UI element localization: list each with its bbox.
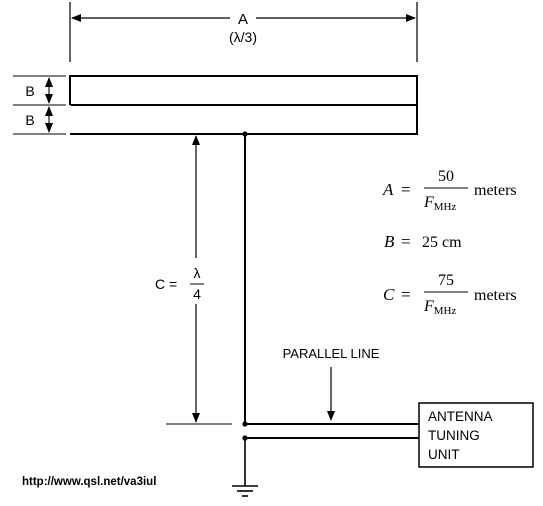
- ground-icon: [232, 485, 258, 497]
- formula-b-eq: =: [401, 232, 411, 251]
- tuning-unit-line2: TUNING: [428, 428, 480, 443]
- formula-c-denominator: F: [423, 298, 434, 315]
- formula-c-numerator: 75: [438, 272, 454, 289]
- formula-c-denominator-sub: MHz: [434, 305, 457, 317]
- svg-text:FMHz: FMHz: [423, 194, 457, 213]
- dimension-a-label: A: [238, 11, 248, 28]
- parallel-line-callout: PARALLEL LINE: [283, 346, 380, 421]
- formula-c-var: C: [383, 285, 395, 304]
- formula-a-var: A: [382, 180, 394, 199]
- svg-text:FMHz: FMHz: [423, 298, 457, 317]
- dimension-c: C = λ 4: [150, 135, 232, 425]
- formula-a-denominator: F: [423, 194, 434, 211]
- dimension-c-denominator: 4: [193, 286, 201, 302]
- dimension-b-bottom-label: B: [25, 112, 34, 128]
- dimension-a-sublabel: (λ/3): [229, 29, 257, 45]
- formula-c-eq: =: [401, 285, 411, 304]
- tuning-unit-line1: ANTENNA: [428, 409, 493, 424]
- formula-b-value: 25 cm: [422, 234, 462, 251]
- formula-c: C = 75 FMHz meters: [383, 272, 517, 317]
- formula-a-eq: =: [401, 180, 411, 199]
- dimension-a: A (λ/3): [69, 2, 418, 62]
- formula-c-unit: meters: [474, 287, 517, 304]
- dimension-b-top-label: B: [25, 83, 34, 99]
- formula-a-denominator-sub: MHz: [434, 201, 457, 213]
- formula-a: A = 50 FMHz meters: [382, 168, 517, 213]
- dimension-b: B B: [13, 75, 66, 135]
- tuning-unit-box: [418, 402, 534, 468]
- formula-b-var: B: [384, 232, 395, 251]
- tuning-unit-line3: UNIT: [428, 447, 460, 462]
- formula-a-unit: meters: [474, 182, 517, 199]
- formula-a-numerator: 50: [438, 168, 454, 185]
- feedline: [232, 131, 419, 497]
- antenna-tuning-unit: ANTENNA TUNING UNIT: [418, 402, 534, 468]
- dimension-c-label: C =: [155, 276, 177, 292]
- folded-dipole-lower-conductor: [70, 105, 418, 135]
- parallel-line-label: PARALLEL LINE: [283, 346, 380, 361]
- dimension-c-numerator: λ: [194, 265, 201, 281]
- folded-dipole-upper-conductor: [69, 75, 418, 106]
- folded-dipole: [67, 75, 418, 135]
- source-url: http://www.qsl.net/va3iul: [22, 476, 156, 488]
- formula-b: B = 25 cm: [384, 232, 462, 251]
